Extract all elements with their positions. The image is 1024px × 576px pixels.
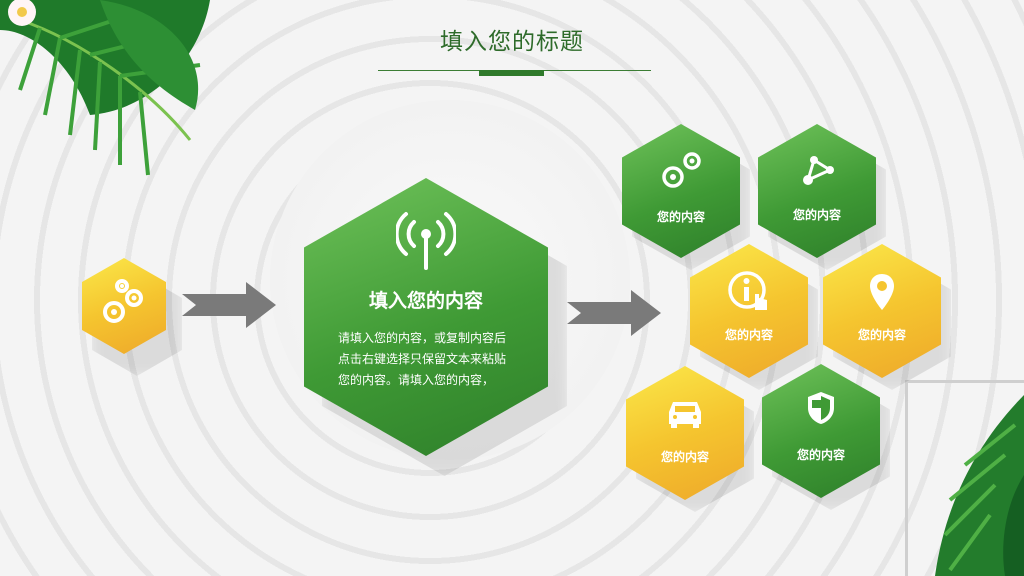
tropical-leaves-top-left (0, 0, 210, 176)
item-label-3: 您的内容 (724, 328, 773, 342)
title-accent-bar (479, 70, 544, 76)
page-title: 填入您的标题 (440, 29, 584, 55)
arrow-right-2 (567, 290, 661, 336)
item-hex-5: 您的内容 (626, 366, 744, 500)
item-label-5: 您的内容 (660, 450, 709, 464)
item-label-4: 您的内容 (857, 328, 906, 342)
main-heading: 填入您的内容 (368, 290, 483, 312)
gears-icon (103, 279, 143, 323)
item-hex-2: 您的内容 (758, 124, 876, 258)
info-touch-icon (728, 271, 767, 310)
item-hex-3: 您的内容 (690, 244, 808, 378)
main-body-text: 请填入您的内容，或复制内容后点击右键选择只保留文本来粘贴您的内容。请填入您的内容… (338, 331, 507, 387)
tropical-leaves-bottom-right (935, 395, 1024, 576)
arrow-right-1 (182, 282, 276, 328)
shield-icon (808, 392, 834, 424)
gears-hex (82, 258, 166, 354)
item-label-2: 您的内容 (792, 208, 841, 222)
item-hex-6: 您的内容 (762, 364, 880, 498)
share-nodes-icon (803, 156, 834, 185)
map-pin-icon (870, 274, 894, 310)
item-label-6: 您的内容 (796, 448, 845, 462)
item-hex-1: 您的内容 (622, 124, 740, 258)
corner-frame (905, 380, 1024, 576)
item-hex-4: 您的内容 (823, 244, 941, 378)
gears-icon (662, 152, 701, 188)
antenna-signal-icon (396, 212, 456, 270)
item-label-1: 您的内容 (656, 210, 705, 224)
car-icon (669, 402, 701, 428)
